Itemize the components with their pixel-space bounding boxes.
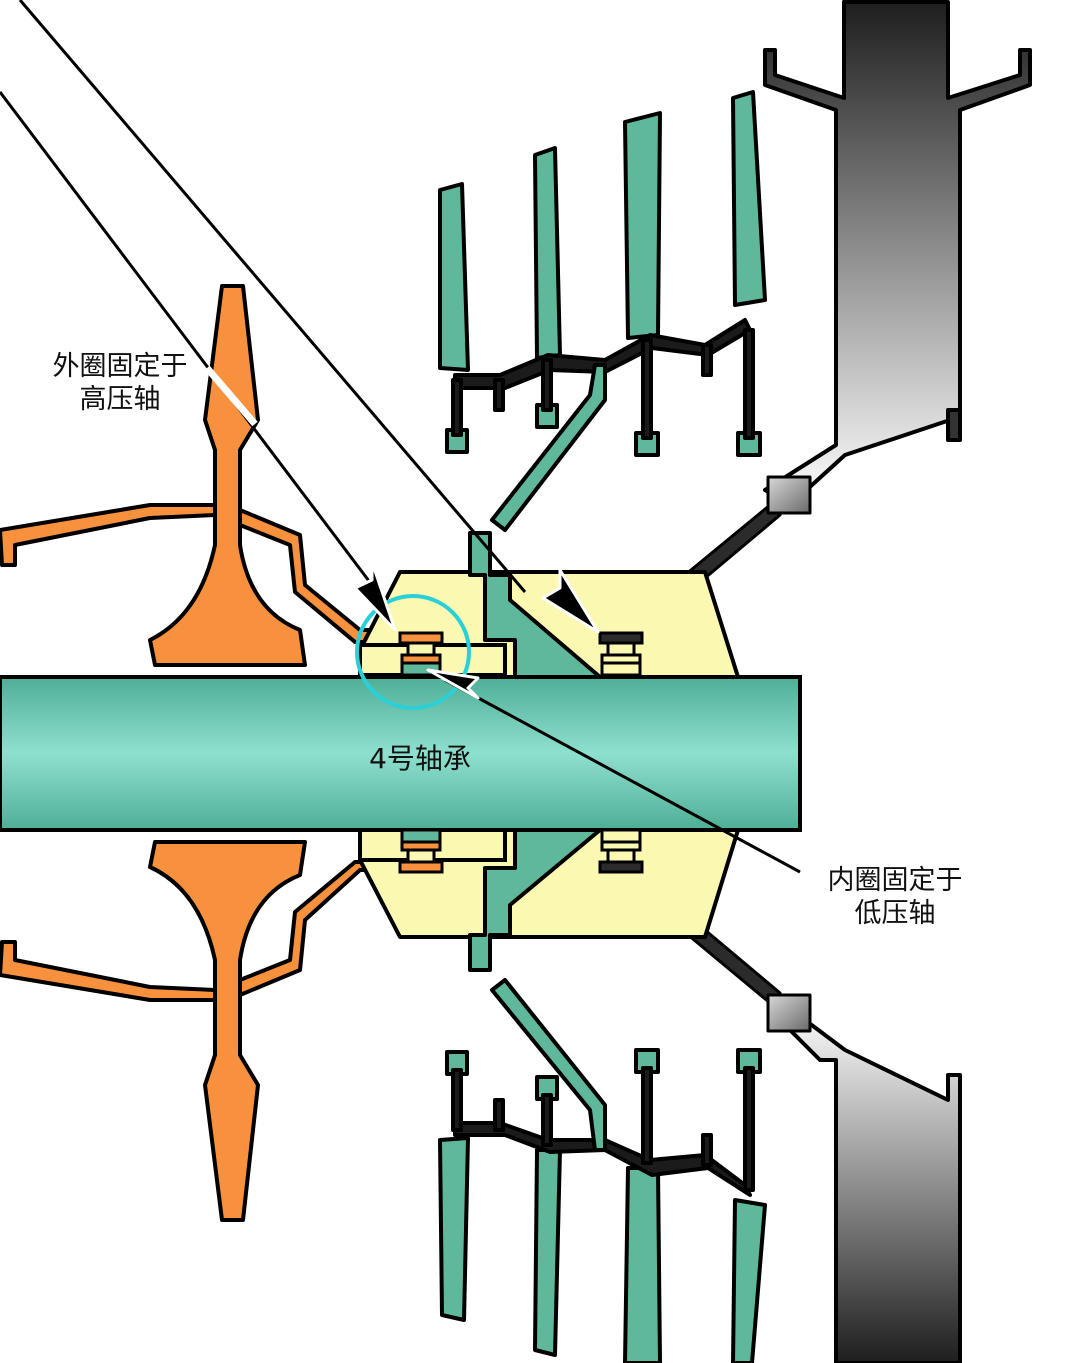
label-bearing-name: 4号轴承 (369, 742, 471, 775)
joint-top (766, 475, 812, 515)
label-outer-ring-line2: 高压轴 (79, 384, 161, 415)
turbine-top (763, 0, 1032, 507)
joint-bottom (766, 993, 812, 1033)
label-bearing-4: 4号轴承 (320, 742, 520, 776)
lp-shaft (0, 675, 802, 832)
label-outer-ring-line1: 外圈固定于 (52, 351, 188, 382)
lp-blades-top (438, 90, 767, 457)
label-inner-ring-line1: 内圈固定于 (827, 865, 963, 896)
arrow-outer-ring-hp (353, 560, 397, 632)
bearing-4-bottom (398, 828, 444, 874)
arrow-heads (353, 560, 600, 700)
bearing-5-top (598, 631, 644, 677)
leader-lines (0, 0, 801, 874)
label-outer-ring-fixed-hp: 外圈固定于 高压轴 (30, 350, 210, 416)
bearing-4-top (398, 631, 444, 677)
lp-blades-bottom (438, 1048, 767, 1363)
label-inner-ring-fixed-lp: 内圈固定于 低压轴 (800, 864, 990, 930)
arrow-outer-ring-turbine (541, 568, 600, 634)
hp-rotor-top (0, 284, 472, 667)
bearing-5-bottom (598, 828, 644, 874)
highlight-circle (355, 594, 471, 710)
turbine-bottom (768, 1003, 962, 1363)
label-inner-ring-line2: 低压轴 (854, 898, 936, 929)
arrow-inner-ring-lp (426, 668, 480, 700)
lp-drum-arms (490, 363, 607, 1152)
